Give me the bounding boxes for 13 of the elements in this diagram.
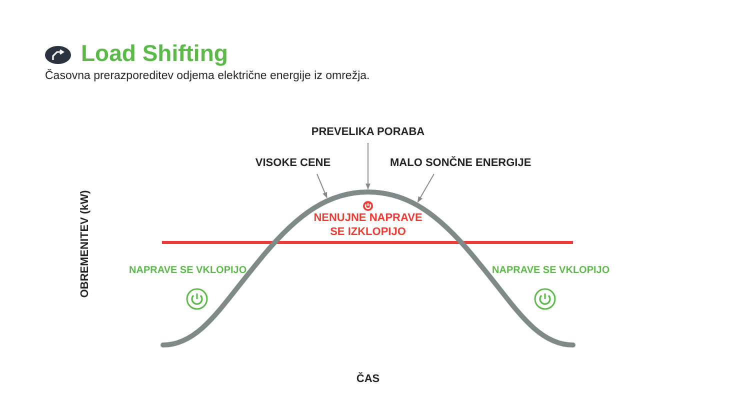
status-text: NENUJNE NAPRAVE SE IZKLOPIJO bbox=[313, 211, 423, 239]
leader-line bbox=[366, 142, 370, 190]
status-text: NAPRAVE SE VKLOPIJO bbox=[129, 265, 245, 276]
callout-label: PREVELIKA PORABA bbox=[308, 126, 428, 138]
callout-label: VISOKE CENE bbox=[248, 157, 338, 169]
status-text: NAPRAVE SE VKLOPIJO bbox=[492, 265, 608, 276]
axis-label: OBREMENITEV (kW) bbox=[79, 189, 91, 300]
subtitle: Časovna prerazporeditev odjema električne energije iz omrežja. bbox=[45, 70, 370, 82]
title: Load Shifting bbox=[81, 40, 228, 67]
callout-label: MALO SONČNE ENERGIJE bbox=[390, 157, 530, 169]
leader-line bbox=[316, 174, 328, 198]
leader-line bbox=[417, 174, 434, 203]
axis-label: ČAS bbox=[355, 373, 381, 385]
